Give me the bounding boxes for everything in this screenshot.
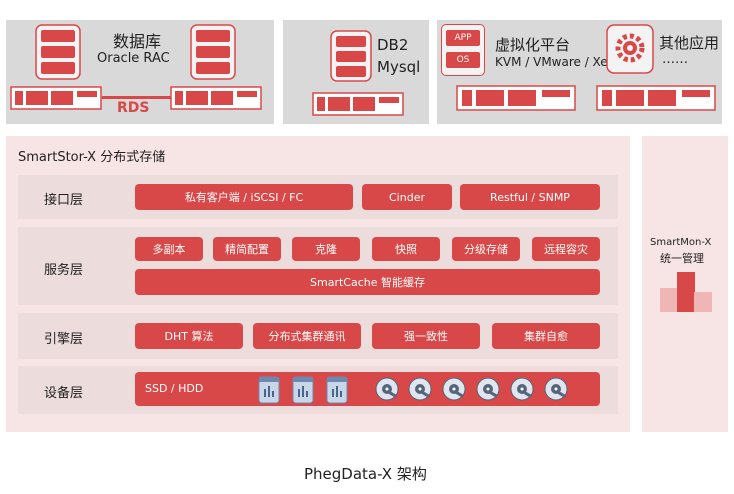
virtualization-subtitle: KVM / VMware / Xen (495, 55, 616, 69)
diagram-caption: PhegData-X 架构 (304, 465, 427, 483)
dht-algorithm-pill: DHT 算法 (135, 323, 243, 349)
ssd-hdd-label: SSD / HDD (145, 382, 204, 395)
cluster-communication-pill: 分布式集群通讯 (253, 323, 361, 349)
virtualization-title: 虚拟化平台 (495, 36, 571, 54)
mysql-label: Mysql (377, 58, 421, 76)
clone-pill: 克隆 (292, 237, 360, 261)
service-layer-label: 服务层 (44, 263, 84, 278)
rack-server-icon (312, 92, 404, 116)
engine-layer-label: 引擎层 (44, 332, 84, 347)
bar-chart-icon (660, 272, 712, 312)
hdd-icon (476, 377, 500, 401)
hdd-icon (442, 377, 466, 401)
rds-link-line (102, 96, 172, 99)
smartstor-title: SmartStor-X 分布式存储 (18, 150, 166, 165)
rack-server-icon (10, 86, 102, 110)
os-badge: OS (446, 52, 480, 68)
multi-replica-pill: 多副本 (135, 237, 203, 261)
hdd-icon (544, 377, 568, 401)
rack-server-icon (170, 86, 262, 110)
rds-label: RDS (117, 100, 150, 116)
server-stack-icon (35, 24, 81, 80)
ssd-icon (326, 376, 348, 404)
other-apps-subtitle: …… (662, 52, 688, 67)
ssd-icon (258, 376, 280, 404)
private-client-pill: 私有客户端 / iSCSI / FC (135, 184, 353, 210)
ssd-icon (292, 376, 314, 404)
tiered-storage-pill: 分级存储 (452, 237, 520, 261)
snapshot-pill: 快照 (372, 237, 440, 261)
cluster-self-healing-pill: 集群自愈 (492, 323, 600, 349)
app-os-icon: APP OS (441, 24, 485, 76)
server-stack-icon (190, 24, 236, 80)
app-badge: APP (446, 30, 480, 46)
remote-dr-pill: 远程容灾 (532, 237, 600, 261)
rack-server-icon (456, 85, 576, 111)
device-layer-label: 设备层 (44, 386, 84, 401)
interface-layer-label: 接口层 (44, 193, 84, 208)
rack-server-icon (596, 85, 716, 111)
db2-label: DB2 (377, 36, 409, 54)
database-title: 数据库 (113, 32, 162, 51)
hdd-icon (408, 377, 432, 401)
cinder-pill: Cinder (362, 184, 452, 210)
gear-icon (606, 24, 654, 74)
server-stack-icon (330, 30, 372, 82)
database-subtitle: Oracle RAC (97, 51, 170, 66)
hdd-icon (375, 377, 399, 401)
strong-consistency-pill: 强一致性 (372, 323, 480, 349)
other-apps-title: 其他应用 (659, 34, 720, 52)
thin-provisioning-pill: 精简配置 (213, 237, 281, 261)
smartmon-subtitle: 统一管理 (660, 252, 704, 265)
hdd-icon (510, 377, 534, 401)
smartmon-title: SmartMon-X (650, 237, 712, 248)
restful-snmp-pill: Restful / SNMP (460, 184, 600, 210)
smartcache-pill: SmartCache 智能缓存 (135, 269, 600, 295)
